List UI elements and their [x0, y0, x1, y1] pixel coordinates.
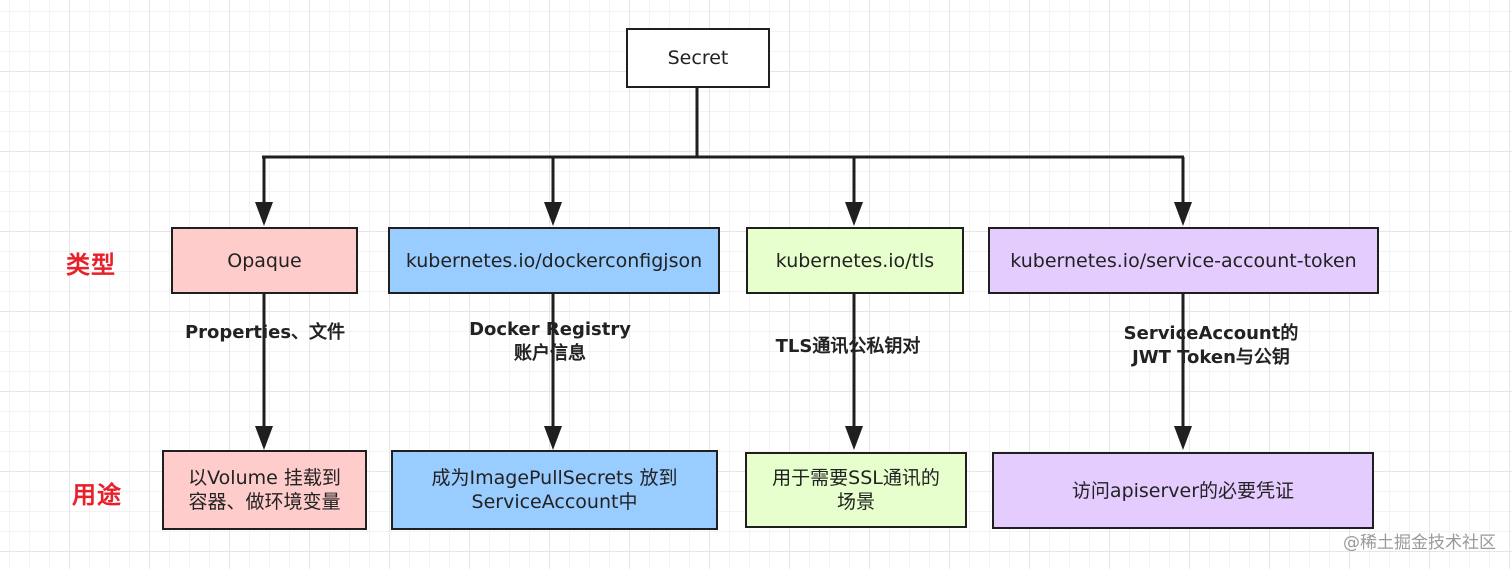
watermark-text: @稀土掘金技术社区 [1343, 533, 1496, 553]
usage-node-opaque: 以Volume 挂载到 容器、做环境变量 [162, 450, 367, 530]
usage-node-tls: 用于需要SSL通讯的 场景 [745, 452, 967, 528]
arrowhead-service-account-token-usage [1174, 426, 1192, 450]
usage-node-label: 用于需要SSL通讯的 场景 [772, 467, 940, 513]
usage-node-service-account-token: 访问apiserver的必要凭证 [992, 452, 1374, 529]
arrowhead-service-account-token [1174, 202, 1192, 226]
edge-label-service-account-token: ServiceAccount的 JWT Token与公钥 [1123, 323, 1299, 368]
secret-root-node: Secret [626, 28, 770, 88]
type-node-service-account-token: kubernetes.io/service-account-token [988, 227, 1379, 294]
edge-label-dockerconfigjson: Docker Registry 账户信息 [469, 319, 631, 364]
type-node-dockerconfigjson: kubernetes.io/dockerconfigjson [388, 227, 720, 294]
secret-root-label: Secret [667, 47, 729, 69]
edge-label-tls: TLS通讯公私钥对 [775, 336, 921, 357]
arrowhead-dockerconfigjson-usage [544, 426, 562, 450]
type-node-label: kubernetes.io/service-account-token [1010, 249, 1357, 272]
row-label-type: 类型 [66, 251, 116, 279]
type-node-opaque: Opaque [171, 227, 358, 294]
usage-node-label: 以Volume 挂载到 容器、做环境变量 [188, 467, 341, 513]
type-node-label: kubernetes.io/dockerconfigjson [405, 249, 703, 272]
usage-node-dockerconfigjson: 成为ImagePullSecrets 放到 ServiceAccount中 [391, 450, 718, 530]
type-node-label: kubernetes.io/tls [775, 249, 935, 272]
usage-node-label: 访问apiserver的必要凭证 [1071, 479, 1295, 502]
arrowhead-opaque-usage [255, 426, 273, 450]
type-node-tls: kubernetes.io/tls [746, 227, 964, 294]
type-node-label: Opaque [227, 249, 302, 272]
arrowhead-tls-usage [845, 426, 863, 450]
edge-label-opaque: Properties、文件 [184, 322, 346, 343]
arrowhead-opaque [255, 202, 273, 226]
arrowhead-tls [845, 202, 863, 226]
arrowhead-dockerconfigjson [544, 202, 562, 226]
row-label-usage: 用途 [72, 481, 122, 509]
usage-node-label: 成为ImagePullSecrets 放到 ServiceAccount中 [431, 467, 678, 513]
